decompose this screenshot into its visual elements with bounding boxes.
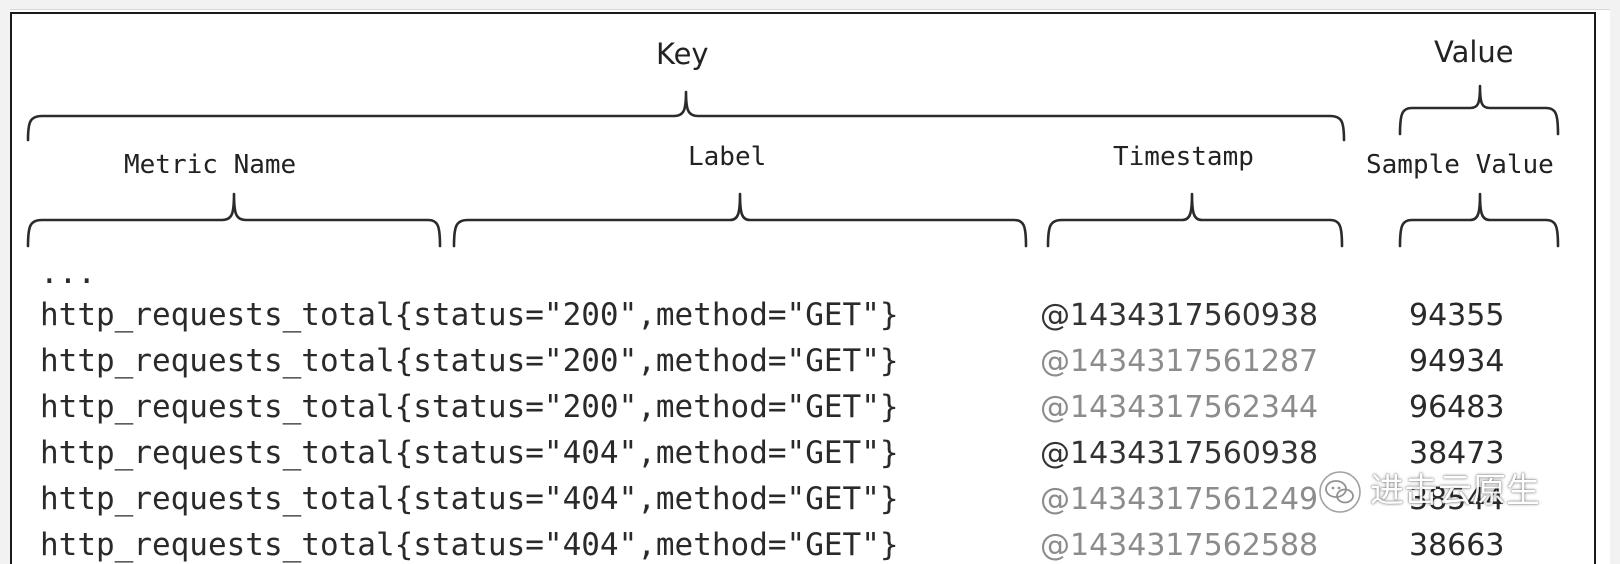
- row-timestamp: @1434317561287: [1040, 344, 1319, 379]
- timestamp-header: Timestamp: [1113, 142, 1254, 172]
- right-gutter: [1610, 0, 1620, 564]
- label-brace: [452, 192, 1028, 248]
- row-metric: http_requests_total{status="200",method=…: [40, 343, 899, 379]
- metric-name-brace: [26, 192, 442, 248]
- row-metric: http_requests_total{status="200",method=…: [40, 297, 899, 333]
- key-header: Key: [656, 37, 709, 71]
- row-value: 38663: [1409, 528, 1505, 563]
- row-value: 38473: [1409, 436, 1505, 471]
- left-gutter: [0, 0, 10, 564]
- watermark: 进击云原生: [1318, 466, 1550, 524]
- watermark-text: 进击云原生: [1370, 471, 1540, 511]
- row-metric: http_requests_total{status="404",method=…: [40, 435, 899, 471]
- sample-value-brace: [1398, 192, 1560, 248]
- row-timestamp: @1434317562588: [1040, 528, 1319, 563]
- metric-name-header: Metric Name: [124, 150, 297, 180]
- row-value: 94355: [1409, 298, 1505, 333]
- row-timestamp: @1434317561249: [1040, 482, 1319, 517]
- row-value: 94934: [1409, 344, 1505, 379]
- row-timestamp: @1434317560938: [1040, 298, 1319, 333]
- diagram-frame: [10, 12, 1596, 564]
- row-metric: http_requests_total{status="404",method=…: [40, 481, 899, 517]
- row-metric: http_requests_total{status="404",method=…: [40, 527, 899, 563]
- wechat-badge-icon: [1319, 471, 1361, 513]
- ellipsis: ...: [40, 255, 96, 291]
- sample-value-header: Sample Value: [1366, 150, 1554, 180]
- row-timestamp: @1434317562344: [1040, 390, 1319, 425]
- key-brace: [26, 90, 1346, 142]
- label-header: Label: [688, 142, 767, 172]
- row-metric: http_requests_total{status="200",method=…: [40, 389, 899, 425]
- value-header: Value: [1434, 35, 1514, 69]
- row-timestamp: @1434317560938: [1040, 436, 1319, 471]
- top-edge: [0, 0, 1620, 10]
- row-value: 38544: [1409, 482, 1505, 517]
- value-brace: [1398, 84, 1560, 136]
- row-value: 96483: [1409, 390, 1505, 425]
- timestamp-brace: [1046, 192, 1344, 248]
